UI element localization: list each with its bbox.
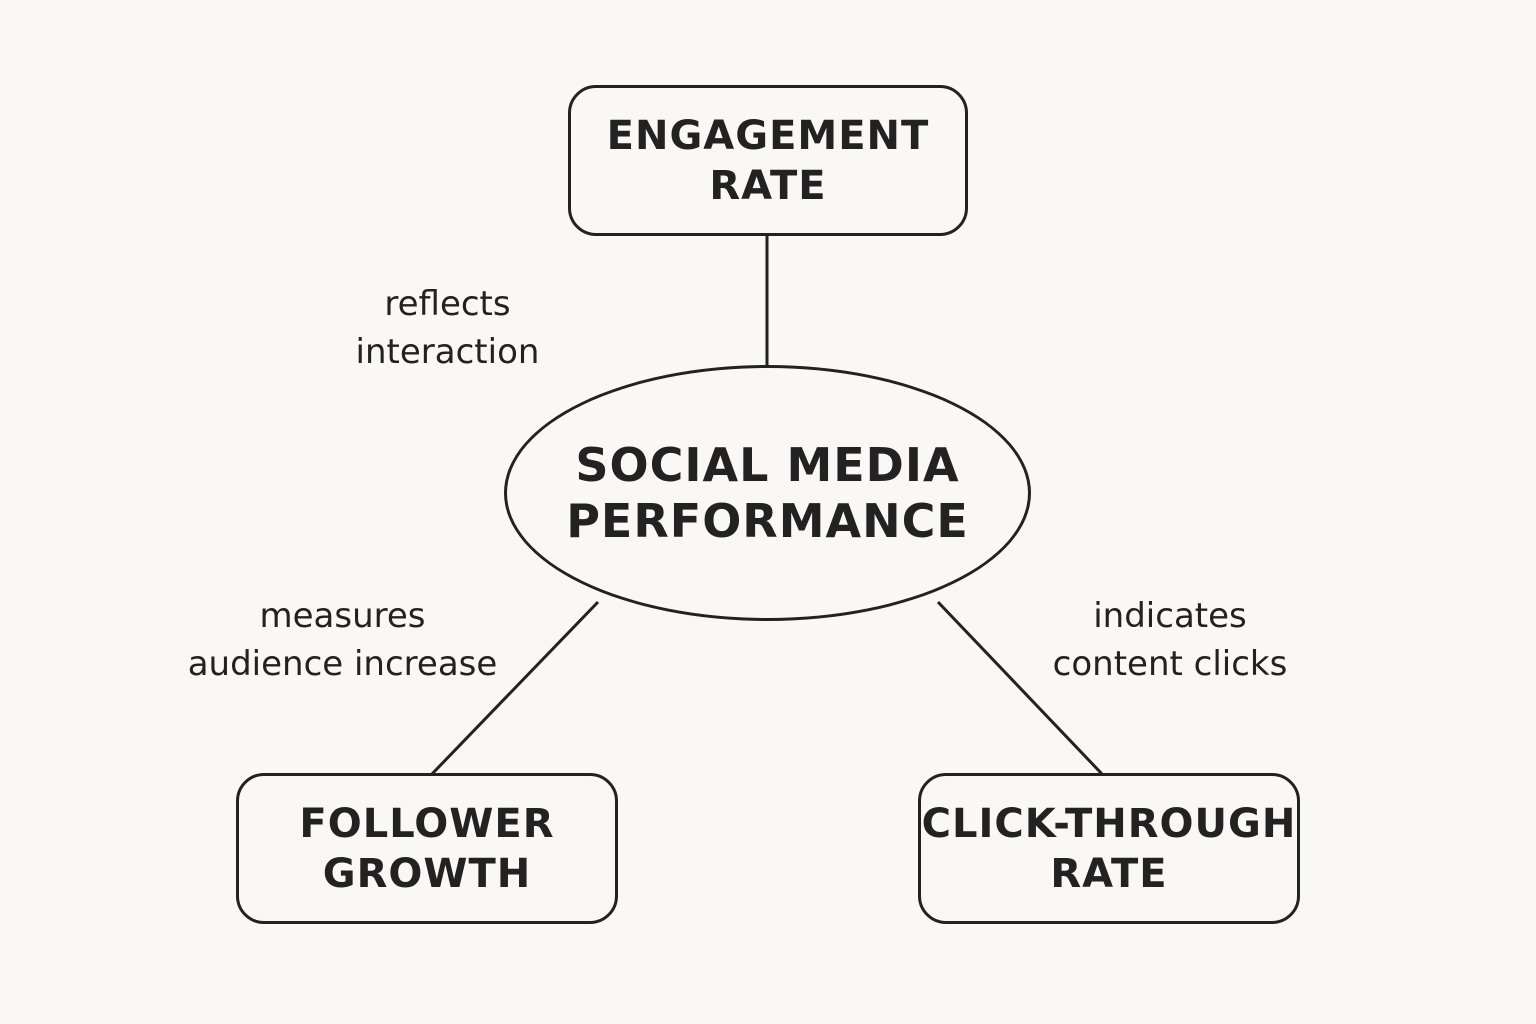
edge-label-ctr: indicates content clicks [1020,592,1320,688]
node-label: GROWTH [322,850,532,897]
edge-follower [430,600,600,776]
edge-ctr [936,600,1104,776]
node-label: SOCIAL MEDIA [575,438,960,492]
node-label: RATE [1050,850,1168,897]
node-label: ENGAGEMENT [606,112,930,159]
edge-label-line: content clicks [1052,644,1288,684]
edge-label-line: audience increase [187,644,498,684]
edge-label-line: interaction [355,332,540,372]
node-engagement-rate: ENGAGEMENT RATE [568,85,968,236]
node-label: PERFORMANCE [566,494,969,548]
edge-label-line: measures [259,596,426,636]
edge-label-line: indicates [1093,596,1247,636]
node-label: FOLLOWER [299,800,555,847]
edge-label-engagement: reflects interaction [320,280,575,376]
node-label: CLICK-THROUGH [921,800,1297,847]
node-click-through-rate: CLICK-THROUGH RATE [918,773,1300,924]
edge-label-line: reflects [384,284,511,324]
edge-label-follower: measures audience increase [160,592,525,688]
node-label: RATE [709,162,827,209]
node-follower-growth: FOLLOWER GROWTH [236,773,618,924]
node-social-media-performance: SOCIAL MEDIA PERFORMANCE [504,365,1031,621]
